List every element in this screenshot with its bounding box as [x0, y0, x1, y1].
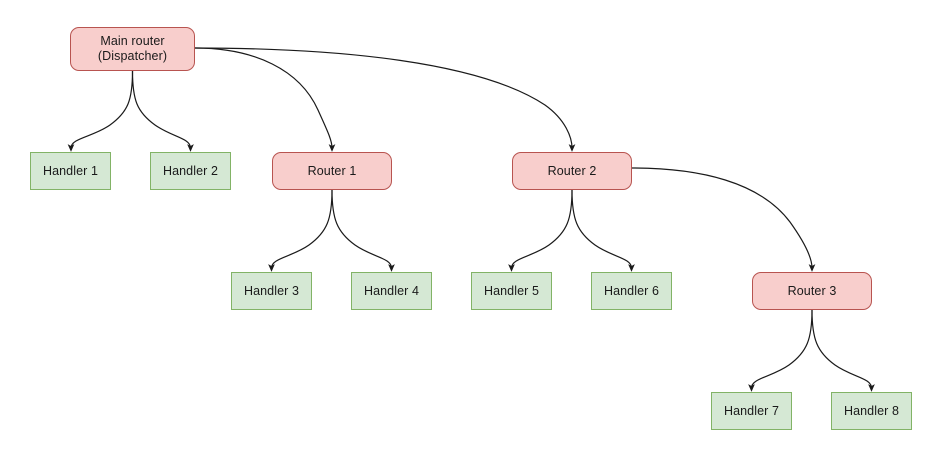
edge-main_router-to-router2: [194, 47, 576, 152]
node-handler8[interactable]: Handler 8: [831, 392, 912, 430]
edge-router3-to-handler8: [811, 309, 875, 392]
node-handler4[interactable]: Handler 4: [351, 272, 432, 310]
node-handler7[interactable]: Handler 7: [711, 392, 792, 430]
node-router1[interactable]: Router 1: [272, 152, 392, 190]
edge-router2-to-handler5: [508, 189, 573, 272]
node-handler3[interactable]: Handler 3: [231, 272, 312, 310]
edge-router1-to-handler4: [331, 189, 395, 272]
node-router3[interactable]: Router 3: [752, 272, 872, 310]
edge-main_router-to-router1: [194, 47, 336, 152]
node-main_router[interactable]: Main router (Dispatcher): [70, 27, 195, 71]
edge-router3-to-handler7: [748, 309, 813, 392]
node-handler2[interactable]: Handler 2: [150, 152, 231, 190]
edge-router1-to-handler3: [268, 189, 333, 272]
node-handler1[interactable]: Handler 1: [30, 152, 111, 190]
node-handler5[interactable]: Handler 5: [471, 272, 552, 310]
node-router2[interactable]: Router 2: [512, 152, 632, 190]
edge-router2-to-router3: [631, 167, 816, 272]
edge-router2-to-handler6: [571, 189, 635, 272]
edge-main_router-to-handler1: [67, 70, 134, 152]
edge-main_router-to-handler2: [131, 70, 194, 152]
node-handler6[interactable]: Handler 6: [591, 272, 672, 310]
